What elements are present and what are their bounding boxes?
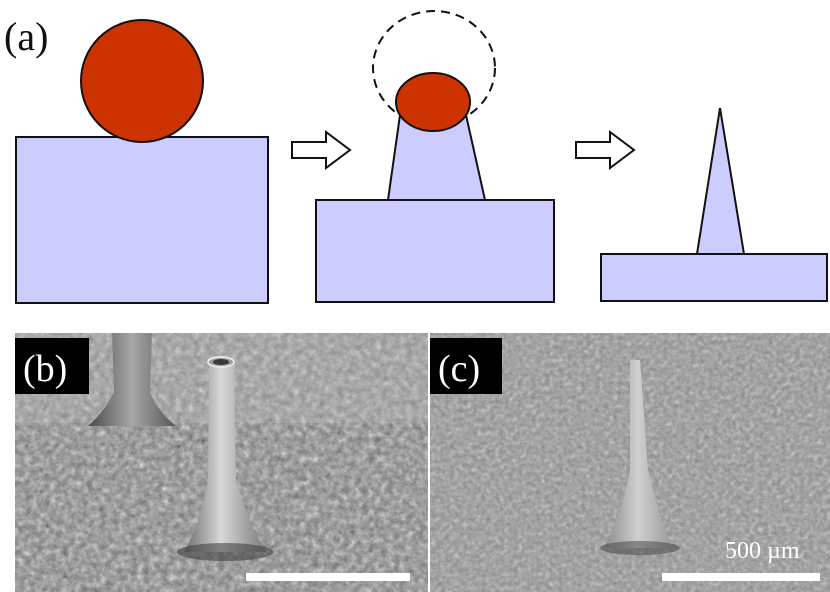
substrate-block [315, 199, 555, 303]
stage-initial [15, 19, 269, 304]
panel-b-label: (b) [23, 348, 67, 390]
hollow-right-arrow-icon [291, 130, 352, 170]
panel-a-label: (a) [4, 14, 48, 59]
hollow-right-arrow-icon [575, 130, 636, 170]
panel-a-schematic: (a) [4, 10, 828, 304]
scale-bar [246, 573, 410, 581]
stage-etching [315, 10, 555, 303]
droplet [80, 19, 204, 143]
spike [604, 360, 672, 548]
substrate-block [15, 136, 269, 304]
shrunken-droplet [395, 72, 471, 132]
back-pillar [88, 333, 176, 426]
spike [695, 107, 746, 255]
stage-final [600, 107, 828, 302]
substrate-block [600, 253, 828, 302]
scale-bar [662, 573, 820, 581]
scale-bar-label: 500 µm [725, 538, 800, 564]
front-pillar [184, 362, 266, 552]
panel-c-label: (c) [438, 348, 480, 390]
panel-c-sem-image: (c) 500 µm [430, 333, 830, 592]
panel-b-sem-image: (b) [15, 333, 428, 592]
